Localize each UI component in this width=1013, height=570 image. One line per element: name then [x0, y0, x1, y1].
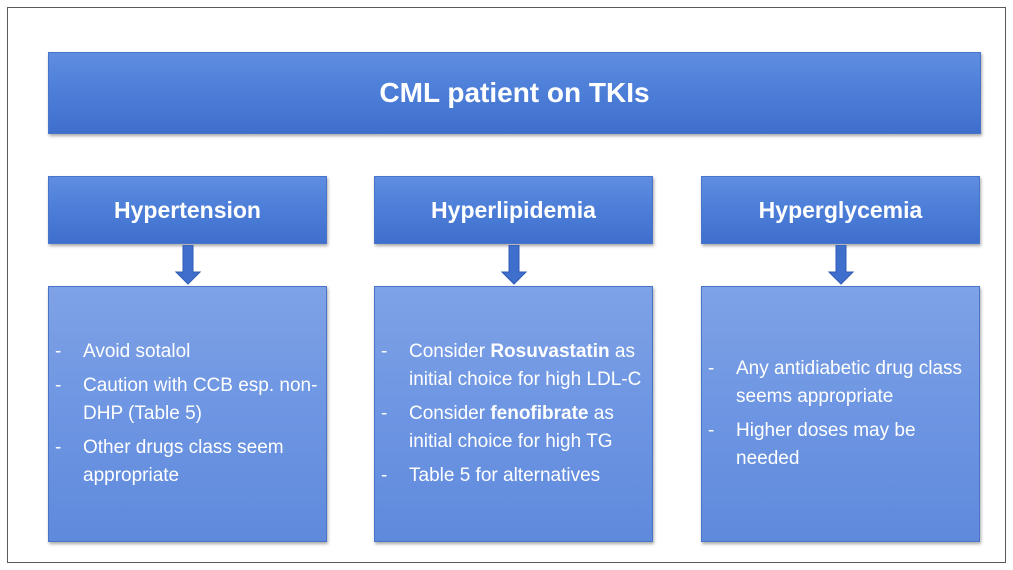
bullet-marker: - [381, 341, 388, 362]
bullet-text: Table 5 for alternatives [409, 465, 601, 486]
bullet-emphasis-text: fenofibrate [490, 403, 589, 424]
content-box-hypertension: -Avoid sotalol-Caution with CCB esp. non… [48, 286, 327, 542]
category-label: Hypertension [114, 196, 261, 223]
bullet-text: Caution with CCB esp. non-DHP (Table 5) [83, 375, 318, 424]
bullet-item: -Other drugs class seem appropriate [55, 434, 326, 490]
bullet-emphasis-text: Rosuvastatin [490, 341, 610, 362]
down-arrow-icon [175, 245, 201, 285]
bullet-list: -Consider Rosuvastatin as initial choice… [375, 332, 652, 496]
bullet-text: Higher doses may be needed [736, 420, 916, 469]
bullet-text: Other drugs class seem appropriate [83, 437, 284, 486]
content-box-hyperglycemia: -Any antidiabetic drug class seems appro… [701, 286, 980, 542]
bullet-text: as initial choice for high LDL-C [409, 341, 642, 390]
category-box-hypertension: Hypertension [48, 176, 327, 244]
content-box-hyperlipidemia: -Consider Rosuvastatin as initial choice… [374, 286, 653, 542]
down-arrow-icon [501, 245, 527, 285]
category-box-hyperglycemia: Hyperglycemia [701, 176, 980, 244]
bullet-marker: - [55, 375, 62, 396]
title-text: CML patient on TKIs [379, 77, 650, 108]
bullet-item: -Avoid sotalol [55, 338, 326, 366]
bullet-list: -Any antidiabetic drug class seems appro… [702, 349, 979, 479]
bullet-marker: - [708, 358, 715, 379]
bullet-text: as initial choice for high TG [409, 403, 614, 452]
category-label: Hyperglycemia [758, 196, 923, 223]
title-box: CML patient on TKIs [48, 52, 981, 134]
bullet-text: Consider [409, 341, 491, 362]
bullet-text: Any antidiabetic drug class seems approp… [736, 358, 963, 407]
bullet-item: -Caution with CCB esp. non-DHP (Table 5) [55, 372, 326, 428]
bullet-marker: - [55, 437, 62, 458]
bullet-marker: - [381, 465, 388, 486]
bullet-item: -Any antidiabetic drug class seems appro… [708, 355, 979, 411]
bullet-marker: - [708, 420, 715, 441]
bullet-item: -Consider Rosuvastatin as initial choice… [381, 338, 652, 394]
bullet-text: Avoid sotalol [83, 341, 191, 362]
down-arrow-icon [828, 245, 854, 285]
bullet-list: -Avoid sotalol-Caution with CCB esp. non… [49, 332, 326, 496]
category-label: Hyperlipidemia [431, 196, 596, 223]
diagram-frame: CML patient on TKIs Hypertension Hyperli… [7, 7, 1006, 563]
bullet-text: Consider [409, 403, 491, 424]
bullet-item: -Higher doses may be needed [708, 417, 979, 473]
bullet-marker: - [381, 403, 388, 424]
bullet-item: -Table 5 for alternatives [381, 462, 652, 490]
category-box-hyperlipidemia: Hyperlipidemia [374, 176, 653, 244]
bullet-item: -Consider fenofibrate as initial choice … [381, 400, 652, 456]
bullet-marker: - [55, 341, 62, 362]
